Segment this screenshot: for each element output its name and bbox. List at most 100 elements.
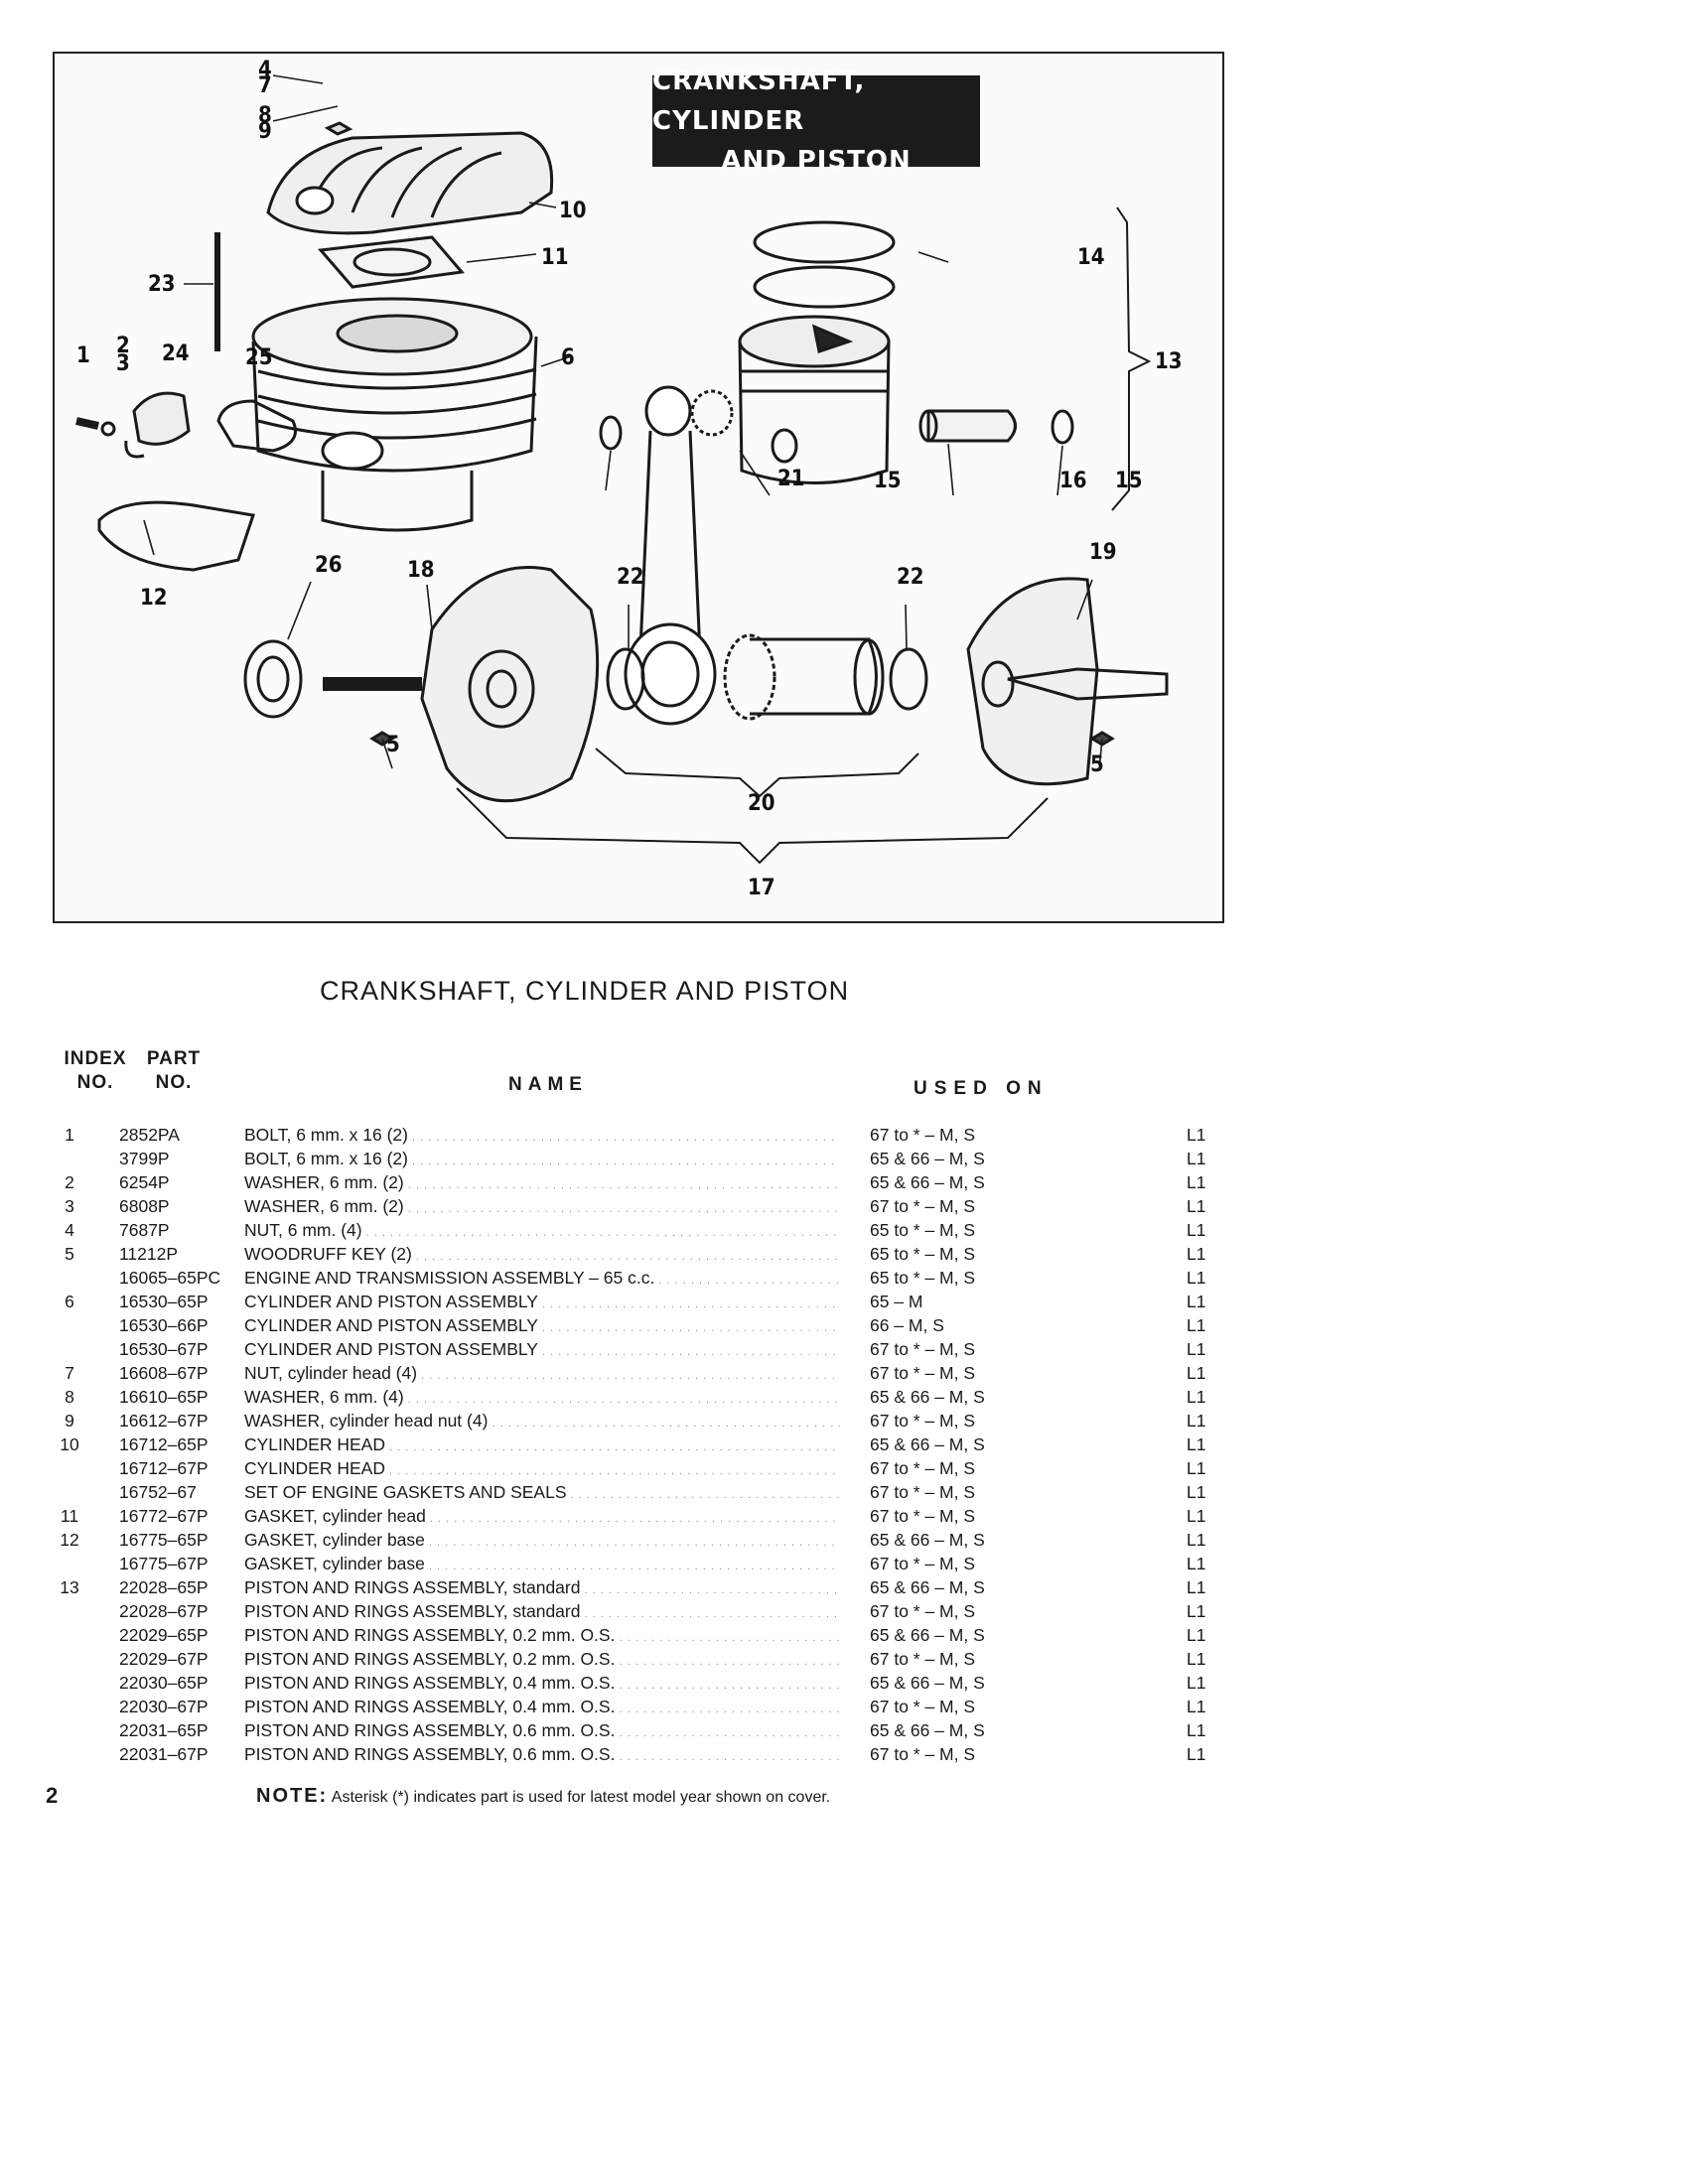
part-number: 2852PA xyxy=(119,1125,180,1145)
callout-1: 1 xyxy=(76,343,90,368)
callout-22-right: 22 xyxy=(897,565,924,590)
callout-10: 10 xyxy=(559,199,587,223)
piston-rings-drawing xyxy=(753,220,896,309)
model-code: L1 xyxy=(1187,1673,1206,1693)
part-number: 16612–67P xyxy=(119,1411,209,1431)
footnote: NOTE: Asterisk (*) indicates part is use… xyxy=(256,1785,830,1808)
used-on: 67 to * – M, S xyxy=(866,1458,976,1479)
part-name: PISTON AND RINGS ASSEMBLY, 0.6 mm. O.S. xyxy=(244,1744,840,1765)
diagram-title-line-2: AND PISTON xyxy=(721,146,912,176)
model-code: L1 xyxy=(1187,1434,1206,1454)
callout-5-right: 5 xyxy=(1090,752,1104,777)
part-name: BOLT, 6 mm. x 16 (2) xyxy=(244,1149,840,1169)
used-on: 65 to * – M, S xyxy=(866,1244,976,1265)
callout-21: 21 xyxy=(777,467,805,491)
model-code: L1 xyxy=(1187,1506,1206,1526)
part-name: PISTON AND RINGS ASSEMBLY, standard xyxy=(244,1601,840,1622)
used-on: 67 to * – M, S xyxy=(866,1482,976,1503)
part-number: 3799P xyxy=(119,1149,170,1168)
model-code: L1 xyxy=(1187,1244,1206,1264)
used-on: 67 to * – M, S xyxy=(866,1363,976,1384)
part-number: 16065–65PC xyxy=(119,1268,221,1288)
index-number: 6 xyxy=(65,1292,74,1311)
part-number: 22028–67P xyxy=(119,1601,209,1621)
part-number: 16712–65P xyxy=(119,1434,209,1454)
callout-13: 13 xyxy=(1155,349,1183,374)
callout-15-right: 15 xyxy=(1115,469,1143,493)
part-name: CYLINDER AND PISTON ASSEMBLY xyxy=(244,1292,840,1312)
callout-24: 24 xyxy=(162,341,190,366)
diagram-drawing xyxy=(75,74,1169,865)
callout-25: 25 xyxy=(245,345,273,370)
part-number: 16530–65P xyxy=(119,1292,209,1311)
used-on: 65 & 66 – M, S xyxy=(866,1625,985,1646)
used-on: 67 to * – M, S xyxy=(866,1744,976,1765)
model-code: L1 xyxy=(1187,1339,1206,1359)
column-header-part: PART NO. xyxy=(129,1047,218,1095)
thrust-washer-left-drawing xyxy=(606,647,645,711)
model-code: L1 xyxy=(1187,1482,1206,1502)
model-code: L1 xyxy=(1187,1625,1206,1645)
column-header-name: NAME xyxy=(508,1074,588,1095)
callout-16: 16 xyxy=(1059,469,1087,493)
model-code: L1 xyxy=(1187,1601,1206,1621)
part-name: PISTON AND RINGS ASSEMBLY, 0.6 mm. O.S. xyxy=(244,1720,840,1741)
callout-9: 9 xyxy=(258,119,272,144)
index-number: 2 xyxy=(65,1172,74,1192)
model-code: L1 xyxy=(1187,1125,1206,1145)
column-header-part-line-2: NO. xyxy=(155,1072,193,1093)
diagram-title-line-1: CRANKSHAFT, CYLINDER xyxy=(652,67,866,136)
exploded-parts-diagram: CRANKSHAFT, CYLINDER AND PISTON 4 7 8 9 … xyxy=(53,52,1224,923)
model-code: L1 xyxy=(1187,1387,1206,1407)
model-code: L1 xyxy=(1187,1649,1206,1669)
model-code: L1 xyxy=(1187,1697,1206,1716)
part-name: WASHER, 6 mm. (2) xyxy=(244,1196,840,1217)
left-flywheel-drawing xyxy=(323,566,600,803)
used-on: 65 & 66 – M, S xyxy=(866,1172,985,1193)
part-number: 6808P xyxy=(119,1196,170,1216)
flange-gasket-drawing xyxy=(216,399,297,453)
part-number: 16752–67 xyxy=(119,1482,197,1502)
index-number: 3 xyxy=(65,1196,74,1216)
part-name: CYLINDER AND PISTON ASSEMBLY xyxy=(244,1339,840,1360)
assembly-brackets xyxy=(456,206,1152,865)
used-on: 67 to * – M, S xyxy=(866,1196,976,1217)
index-number: 7 xyxy=(65,1363,74,1383)
part-name: NUT, cylinder head (4) xyxy=(244,1363,840,1384)
index-number: 5 xyxy=(65,1244,74,1264)
part-number: 22029–65P xyxy=(119,1625,209,1645)
model-code: L1 xyxy=(1187,1411,1206,1431)
part-number: 22031–65P xyxy=(119,1720,209,1740)
used-on: 67 to * – M, S xyxy=(866,1506,976,1527)
piston-pin-drawing xyxy=(599,409,1074,451)
index-number: 8 xyxy=(65,1387,74,1407)
right-flywheel-drawing xyxy=(966,577,1169,786)
part-number: 16530–66P xyxy=(119,1315,209,1335)
used-on: 65 & 66 – M, S xyxy=(866,1387,985,1408)
section-title: CRANKSHAFT, CYLINDER AND PISTON xyxy=(320,976,850,1006)
used-on: 67 to * – M, S xyxy=(866,1649,976,1670)
part-name: BOLT, 6 mm. x 16 (2) xyxy=(244,1125,840,1146)
callout-2: 2 xyxy=(116,334,130,358)
model-code: L1 xyxy=(1187,1363,1206,1383)
model-code: L1 xyxy=(1187,1554,1206,1573)
callout-23: 23 xyxy=(148,272,176,297)
callout-4: 4 xyxy=(258,58,272,82)
part-name: PISTON AND RINGS ASSEMBLY, 0.2 mm. O.S. xyxy=(244,1649,840,1670)
part-number: 16712–67P xyxy=(119,1458,209,1478)
model-code: L1 xyxy=(1187,1196,1206,1216)
intake-fitting-drawing xyxy=(75,391,191,459)
column-header-used-on: USED ON xyxy=(914,1078,1049,1099)
used-on: 67 to * – M, S xyxy=(866,1339,976,1360)
used-on: 67 to * – M, S xyxy=(866,1601,976,1622)
column-header-index-line-1: INDEX xyxy=(64,1048,127,1069)
part-number: 6254P xyxy=(119,1172,170,1192)
thrust-washer-right-drawing xyxy=(889,647,928,711)
part-number: 16772–67P xyxy=(119,1506,209,1526)
part-number: 22030–65P xyxy=(119,1673,209,1693)
part-name: GASKET, cylinder base xyxy=(244,1530,840,1551)
part-name: GASKET, cylinder head xyxy=(244,1506,840,1527)
callout-20: 20 xyxy=(748,791,775,816)
part-number: 22030–67P xyxy=(119,1697,209,1716)
part-name: CYLINDER HEAD xyxy=(244,1434,840,1455)
